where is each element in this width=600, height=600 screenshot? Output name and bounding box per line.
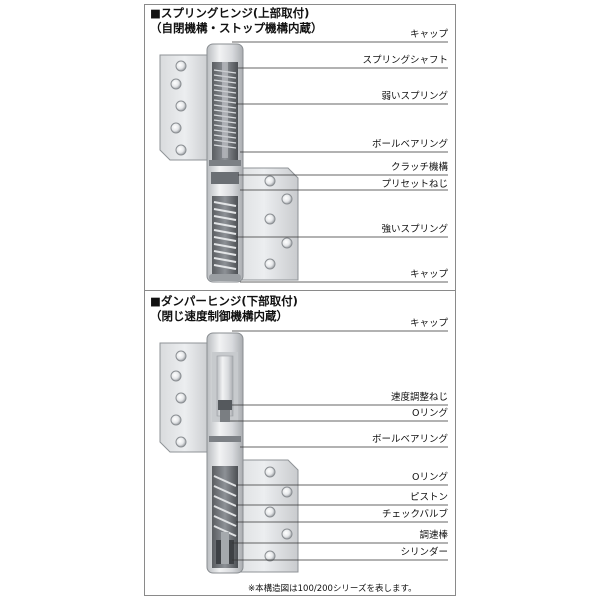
damper-title: ■ダンパーヒンジ(下部取付) [150,294,298,308]
label-cap-top: キャップ [409,29,448,40]
label-o-ring-lower: Oリング [412,472,448,483]
damper-hinge [159,332,299,574]
spring-title: ■スプリングヒンジ(上部取付) [150,6,310,20]
damper-subtitle: （閉じ速度制御機構内蔵） [150,309,288,323]
footnote: ※本構造図は100/200シリーズを表します。 [248,584,417,594]
label-check-valve: チェックバルブ [381,509,448,520]
label-speed-screw: 速度調整ねじ [390,392,448,403]
label-spring-shaft: スプリングシャフト [362,55,448,66]
label-weak-spring: 弱いスプリング [381,91,448,102]
label-clutch: クラッチ機構 [390,162,448,173]
label-strong-spring: 強いスプリング [381,224,448,235]
damper-leader-lines [230,330,448,561]
label-preset-screw: プリセットねじ [381,179,448,190]
label-speed-rod: 調速棒 [419,530,448,541]
label-cylinder: シリンダー [400,547,448,558]
spring-hinge [159,43,299,283]
label-ball-bearing-top: ボールベアリング [371,139,448,150]
spring-leader-lines [232,41,448,283]
spring-subtitle: （自閉機構・ストップ機構内蔵） [150,21,323,35]
label-cap-bottom: キャップ [409,269,448,280]
section-divider [144,290,456,291]
label-o-ring-upper: Oリング [412,408,448,419]
label-ball-bearing-damper: ボールベアリング [371,434,448,445]
label-piston: ピストン [409,492,448,503]
label-damper-cap: キャップ [409,318,448,329]
